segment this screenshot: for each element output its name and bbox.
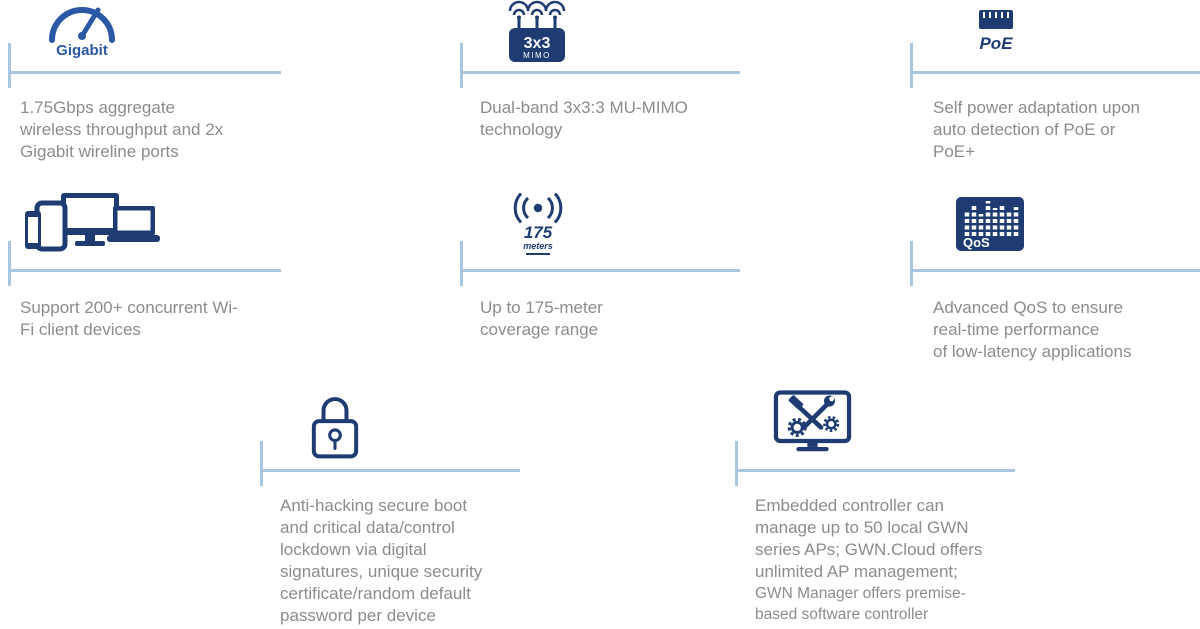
feature-text: Anti-hacking secure boot and critical da… bbox=[280, 496, 483, 625]
mimo-mimo-label: MIMO bbox=[523, 51, 551, 60]
accent-line-vertical bbox=[8, 241, 11, 286]
feature-coverage-range: 175 meters Up to 175-meter coverage rang… bbox=[460, 193, 740, 373]
feature-poe-power: PoE Self power adaptation upon auto dete… bbox=[910, 0, 1200, 175]
accent-line-horizontal bbox=[460, 71, 740, 74]
qos-equalizer-icon: QoS bbox=[955, 196, 1025, 256]
feature-qos: QoS Advanced QoS to ensure real-time per… bbox=[910, 193, 1200, 373]
coverage-value-label: 175 bbox=[524, 223, 553, 242]
accent-line-vertical bbox=[460, 241, 463, 286]
accent-line-vertical bbox=[735, 441, 738, 486]
accent-line-vertical bbox=[910, 43, 913, 88]
client-devices-icon bbox=[25, 193, 160, 259]
feature-gigabit-throughput: Gigabit 1.75Gbps aggregate wireless thro… bbox=[8, 0, 289, 175]
feature-secure-boot: Anti-hacking secure boot and critical da… bbox=[260, 390, 522, 629]
poe-label: PoE bbox=[979, 34, 1013, 53]
feature-subtext: GWN Manager offers premise- based softwa… bbox=[755, 585, 966, 623]
accent-line-horizontal bbox=[460, 269, 740, 272]
feature-mimo-technology: 3x3 MIMO Dual-band 3x3:3 MU-MIMO technol… bbox=[460, 0, 740, 175]
feature-embedded-controller: Embedded controller can manage up to 50 … bbox=[735, 390, 1016, 629]
accent-line-horizontal bbox=[910, 71, 1200, 74]
mimo-3x3-icon: 3x3 MIMO bbox=[487, 0, 587, 64]
feature-text: Support 200+ concurrent Wi- Fi client de… bbox=[20, 298, 238, 339]
accent-line-horizontal bbox=[260, 469, 520, 472]
feature-text: Dual-band 3x3:3 MU-MIMO technology bbox=[480, 98, 688, 139]
controller-tools-icon bbox=[770, 390, 855, 458]
accent-line-vertical bbox=[260, 441, 263, 486]
accent-line-horizontal bbox=[8, 269, 281, 272]
feature-text: Up to 175-meter coverage range bbox=[480, 298, 603, 339]
coverage-unit-label: meters bbox=[523, 241, 553, 251]
feature-text: 1.75Gbps aggregate wireless throughput a… bbox=[20, 98, 224, 161]
security-lock-icon bbox=[305, 392, 365, 459]
accent-line-vertical bbox=[8, 43, 11, 88]
mimo-3x3-label: 3x3 bbox=[524, 35, 551, 52]
accent-line-horizontal bbox=[910, 269, 1200, 272]
feature-text: Self power adaptation upon auto detectio… bbox=[933, 98, 1140, 161]
qos-label: QoS bbox=[963, 235, 990, 250]
feature-concurrent-clients: Support 200+ concurrent Wi- Fi client de… bbox=[8, 193, 289, 373]
accent-line-horizontal bbox=[735, 469, 1015, 472]
accent-line-vertical bbox=[910, 241, 913, 286]
accent-line-vertical bbox=[460, 43, 463, 88]
accent-line-horizontal bbox=[8, 71, 281, 74]
coverage-175m-icon: 175 meters bbox=[505, 193, 571, 263]
feature-text: Embedded controller can manage up to 50 … bbox=[755, 496, 983, 581]
gigabit-label: Gigabit bbox=[56, 42, 108, 59]
feature-text: Advanced QoS to ensure real-time perform… bbox=[933, 298, 1132, 361]
gigabit-gauge-icon bbox=[42, 2, 122, 44]
poe-port-icon: PoE bbox=[968, 6, 1024, 56]
